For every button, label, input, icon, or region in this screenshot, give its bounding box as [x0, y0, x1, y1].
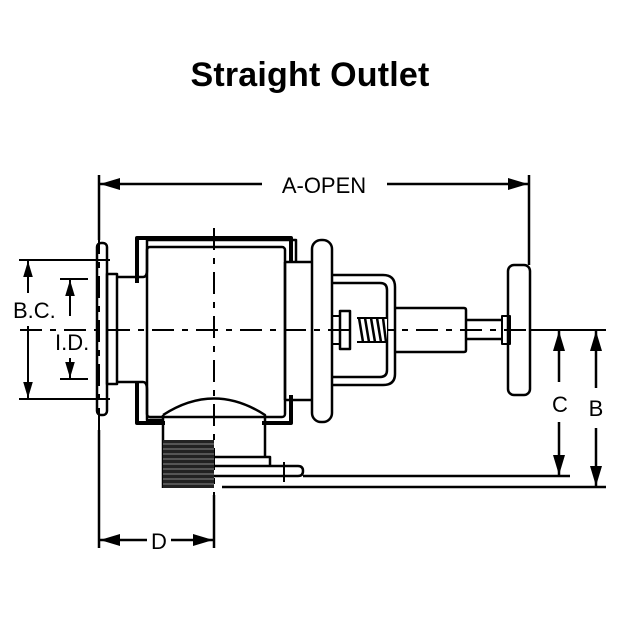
outlet-threads — [163, 440, 214, 488]
dimension-bolt-circle: B.C. — [13, 259, 110, 400]
bolt-circle-label: B.C. — [13, 298, 56, 323]
dimension-b: B — [222, 331, 606, 489]
diagram-title: Straight Outlet — [190, 56, 430, 94]
d-label: D — [151, 529, 167, 554]
stem-housing — [395, 306, 511, 354]
dimension-inner-diameter: I.D. — [55, 278, 89, 380]
dimension-c: C — [303, 329, 606, 478]
dimension-a-open: A-OPEN — [97, 173, 531, 265]
a-open-label: A-OPEN — [282, 173, 366, 198]
bonnet-yoke — [331, 273, 397, 387]
valve-body — [135, 236, 312, 425]
c-label: C — [552, 392, 568, 417]
dimension-d: D — [97, 430, 216, 554]
spring-icon — [357, 317, 388, 343]
straight-outlet — [161, 397, 305, 488]
b-label: B — [589, 396, 604, 421]
inner-diameter-label: I.D. — [55, 330, 89, 355]
